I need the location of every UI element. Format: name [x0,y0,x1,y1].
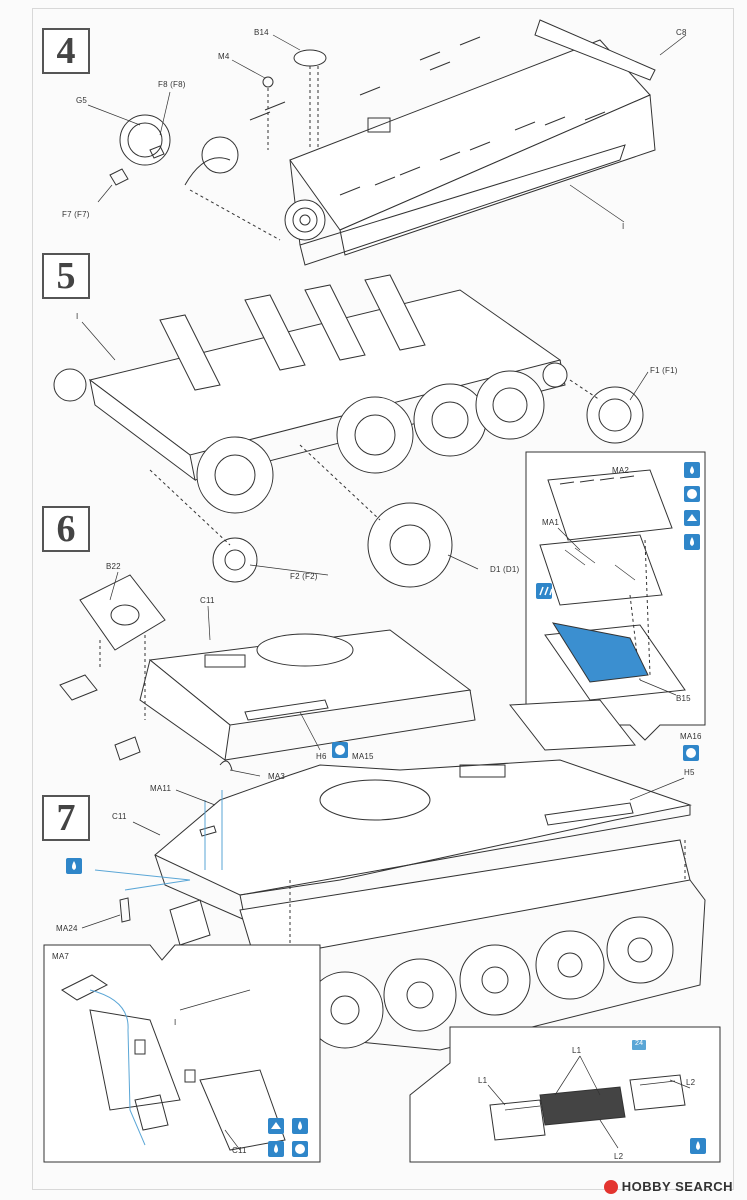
label-h6: H6 [316,752,327,761]
label-ma3: MA3 [268,772,286,781]
step-4-hull [109,19,656,266]
hint-lines-step7 [94,790,223,891]
step-6-number: 6 [42,506,90,552]
label-l1-top: L1 [572,1046,582,1055]
label-f7: F7 (F7) [62,210,90,219]
page-border [32,8,734,1190]
track-links-inset [409,1026,721,1163]
paint-icons-step6 [536,462,700,599]
label-m4: M4 [218,52,230,61]
watermark-text: HOBBY SEARCH [621,1179,733,1194]
label-f1: F1 (F1) [650,366,678,375]
label-ma11: MA11 [150,784,172,793]
label-i-step4: I [622,222,625,231]
label-ma15: MA15 [352,752,374,761]
label-ma7: MA7 [52,952,70,961]
label-f8: F8 (F8) [158,80,186,89]
label-b15: B15 [676,694,691,703]
paint-icons-step7 [66,742,706,1157]
track-badge: 24 [635,1040,644,1047]
label-i-step5: I [76,312,79,321]
mask-area-fill [551,622,649,683]
label-h5: H5 [684,768,695,777]
label-b14: B14 [254,28,269,37]
step-5-number: 5 [42,253,90,299]
label-c11-inset: C11 [232,1146,247,1155]
label-ma16: MA16 [680,732,702,741]
leader-lines [81,34,691,1151]
label-d1: D1 (D1) [490,565,520,574]
label-l1-left: L1 [478,1076,488,1085]
label-f2: F2 (F2) [290,572,318,581]
step-5-running-gear [53,274,644,588]
label-i-step7: I [174,1018,177,1027]
label-l2-bottom: L2 [614,1152,624,1161]
hobby-search-logo-icon [603,1179,618,1194]
step-7-number: 7 [42,795,90,841]
label-c11-step6: C11 [200,596,215,605]
label-c11-step7: C11 [112,812,127,821]
label-b22: B22 [106,562,121,571]
step-6-upper-hull [59,574,476,761]
label-ma24: MA24 [56,924,78,933]
step-4-number: 4 [42,28,90,74]
label-c8: C8 [676,28,687,37]
label-g5: G5 [76,96,88,105]
step-7-assembly [119,699,706,1051]
label-ma2: MA2 [612,466,630,475]
hint-line-inset [89,989,146,1146]
label-ma1: MA1 [542,518,560,527]
watermark: HOBBY SEARCH [603,1179,733,1194]
label-l2-right: L2 [686,1078,696,1087]
